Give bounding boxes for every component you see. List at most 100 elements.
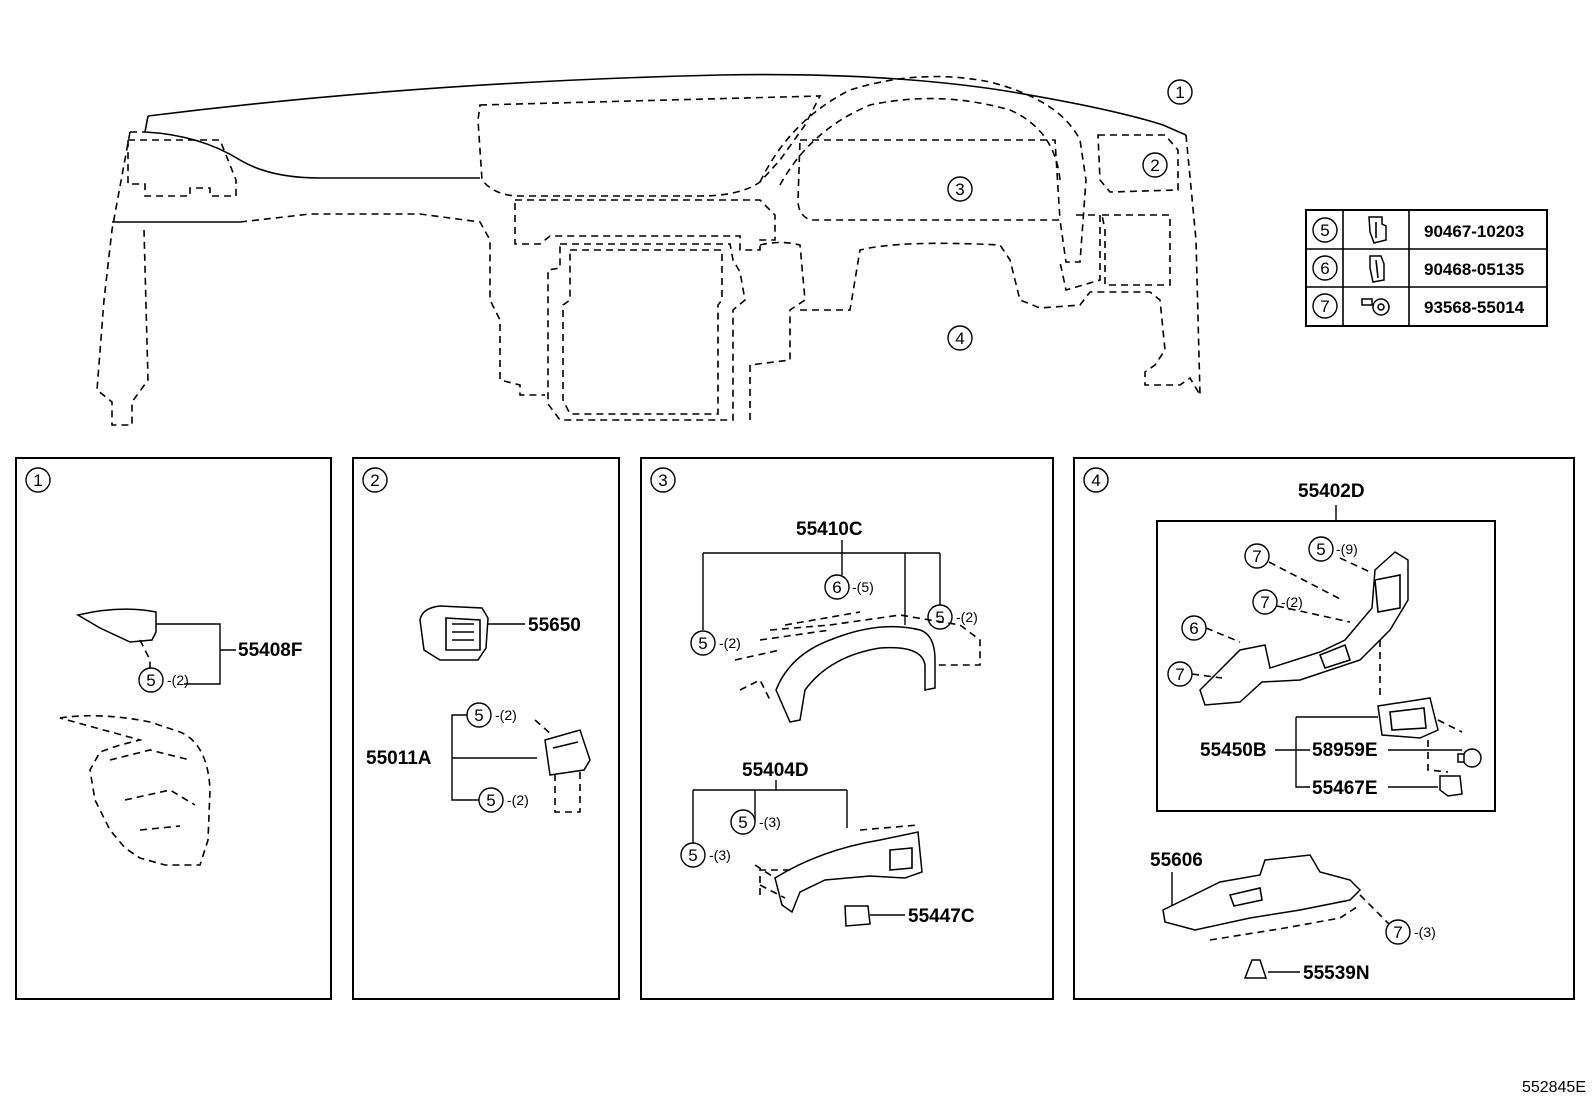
svg-text:7: 7	[1252, 547, 1261, 566]
svg-text:-(9): -(9)	[1336, 541, 1358, 557]
clip-callout: 7	[1244, 543, 1270, 569]
center-stack-inner	[562, 249, 723, 415]
detail-panel-1: 1 5 -(2) 55408F	[15, 457, 332, 1000]
panel-4-border	[1073, 457, 1575, 1000]
right-vent-zone	[1097, 134, 1179, 193]
lower-dash-region	[749, 241, 1201, 420]
svg-text:-(2): -(2)	[495, 707, 517, 723]
part-number-55404D: 55404D	[742, 760, 809, 781]
dashboard-overview: 1 2 3 4	[96, 73, 1201, 426]
svg-text:7: 7	[1175, 665, 1184, 684]
svg-text:5: 5	[146, 671, 155, 690]
fastener-row-7: 7 93568-55014	[1312, 293, 1525, 319]
panel-2-marker: 2	[362, 467, 388, 493]
part-number-55650: 55650	[528, 615, 581, 636]
clip-callout: 5	[478, 787, 504, 813]
meter-cluster-opening	[797, 139, 1061, 221]
part-number-55410C: 55410C	[796, 519, 863, 540]
center-cluster-hood	[477, 95, 822, 197]
left-dash-end-ghost	[59, 714, 211, 866]
svg-text:-(2): -(2)	[956, 609, 978, 625]
svg-text:5: 5	[1320, 221, 1329, 240]
vent-bezel-55011A	[544, 729, 591, 776]
svg-text:5: 5	[688, 846, 697, 865]
clip-callout: 5	[466, 702, 492, 728]
part-number-55606: 55606	[1150, 850, 1203, 871]
under-cover-55606	[1162, 854, 1362, 931]
svg-text:5: 5	[486, 791, 495, 810]
svg-text:5: 5	[738, 813, 747, 832]
region-marker-4: 4	[947, 325, 973, 351]
clip-callout: 6	[824, 574, 850, 600]
part-number-55408F: 55408F	[238, 640, 302, 661]
lower-dash-panel-55402D	[1199, 551, 1409, 706]
panel-1-marker: 1	[25, 467, 51, 493]
meter-hood-arc	[759, 75, 1087, 263]
part-number-55402D: 55402D	[1298, 481, 1365, 502]
fastener-part-number: 93568-55014	[1424, 298, 1525, 317]
screw-icon	[1361, 298, 1390, 316]
fastener-table-border	[1305, 209, 1548, 327]
illustration-code: 552845E	[1522, 1079, 1586, 1096]
knob-58959E	[1457, 748, 1482, 768]
switch-55447C	[844, 905, 871, 927]
svg-text:-(2): -(2)	[167, 672, 189, 688]
svg-text:6: 6	[1189, 619, 1198, 638]
side-panel-cover-55408F	[76, 608, 157, 643]
region-marker-1: 1	[1167, 79, 1193, 105]
svg-text:2: 2	[1150, 156, 1159, 175]
svg-text:-(5): -(5)	[852, 579, 874, 595]
detail-panel-4: 4 55402D 7 5 -(9) 7 -(2) 6 7	[1073, 457, 1575, 1000]
part-number-55450B: 55450B	[1200, 740, 1267, 761]
panel-3-border	[640, 457, 1054, 1000]
panel-1-border	[15, 457, 332, 1000]
clip-icon	[1368, 216, 1387, 244]
lower-left-panel	[239, 213, 545, 396]
svg-text:1: 1	[33, 471, 42, 490]
left-vent-zone	[127, 139, 237, 197]
detail-panel-3: 3 55410C 6 -(5) 5 -(2) 5 -(2) 55404D 5 -…	[640, 457, 1054, 1000]
lower-finish-panel-55404D	[774, 831, 923, 914]
svg-text:3: 3	[658, 471, 667, 490]
svg-text:5: 5	[698, 634, 707, 653]
dashboard-right-end	[1185, 134, 1201, 396]
center-stack-upper	[514, 199, 776, 251]
svg-text:-(3): -(3)	[709, 847, 731, 863]
svg-text:6: 6	[1320, 259, 1329, 278]
svg-text:3: 3	[955, 180, 964, 199]
svg-text:7: 7	[1320, 297, 1329, 316]
clip-callout: 5	[730, 809, 756, 835]
fastener-row-6: 6 90468-05135	[1312, 255, 1524, 283]
detail-panel-2: 2 55650 5 -(2) 5 -(2) 55011A	[352, 457, 620, 1000]
clip-55539N	[1243, 959, 1268, 979]
svg-text:-(3): -(3)	[759, 814, 781, 830]
svg-text:7: 7	[1393, 923, 1402, 942]
clip-callout: 5	[927, 604, 953, 630]
clip-icon	[1369, 255, 1385, 283]
clip-callout: 7	[1385, 919, 1411, 945]
right-driver-knee	[1059, 214, 1101, 292]
region-marker-3: 3	[947, 176, 973, 202]
panel-4-marker: 4	[1083, 467, 1109, 493]
part-number-55467E: 55467E	[1312, 778, 1378, 799]
svg-text:-(2): -(2)	[719, 635, 741, 651]
part-number-58959E: 58959E	[1312, 740, 1378, 761]
air-vent-55650	[419, 605, 489, 661]
clip-callout: 5	[690, 630, 716, 656]
center-stack-panel	[547, 243, 746, 421]
meter-hood-55410C	[775, 625, 936, 723]
panel-3-marker: 3	[650, 467, 676, 493]
dashboard-left-end	[96, 131, 149, 426]
svg-text:4: 4	[955, 329, 964, 348]
part-number-55011A: 55011A	[366, 748, 432, 769]
region-marker-2: 2	[1142, 152, 1168, 178]
svg-text:6: 6	[832, 578, 841, 597]
svg-text:-(2): -(2)	[1281, 594, 1303, 610]
dashboard-top-edge	[147, 73, 1187, 136]
dashboard-left-contour	[144, 115, 480, 179]
part-number-55539N: 55539N	[1303, 963, 1370, 984]
clip-callout: 7	[1252, 589, 1278, 615]
glove-box-lock-55450B	[1377, 697, 1439, 739]
svg-text:-(3): -(3)	[1414, 924, 1436, 940]
